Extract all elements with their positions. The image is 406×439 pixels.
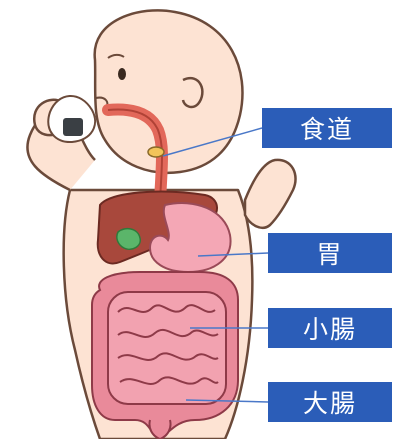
large-intestine-label: 大腸 bbox=[268, 382, 392, 422]
esophagus-label: 食道 bbox=[262, 108, 392, 148]
small-intestine-label: 小腸 bbox=[268, 308, 392, 348]
stomach-label: 胃 bbox=[268, 233, 392, 273]
gallbladder bbox=[117, 229, 140, 250]
onigiri bbox=[48, 96, 95, 142]
small-intestine bbox=[108, 292, 226, 404]
